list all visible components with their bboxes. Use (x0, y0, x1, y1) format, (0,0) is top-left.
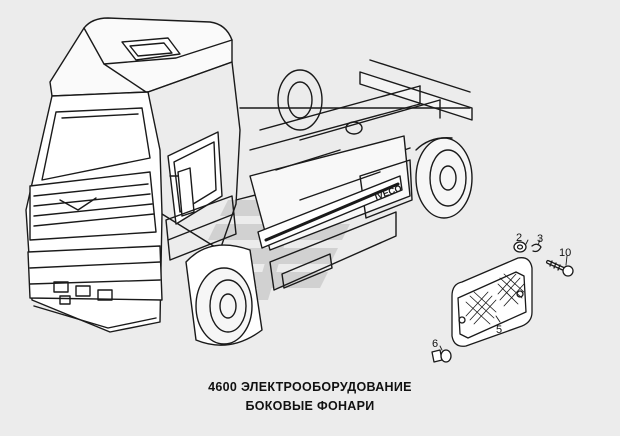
side-marker-lamp-icon (451, 257, 533, 347)
rear-wheels (277, 69, 473, 219)
nut-icon (513, 241, 527, 253)
exploded-parts (431, 239, 574, 363)
screw-icon (546, 260, 574, 277)
bulb-icon (431, 349, 452, 363)
callout-2: 2 (516, 232, 522, 244)
callout-5: 5 (496, 324, 502, 336)
front-wheel (185, 244, 263, 346)
cab (25, 17, 241, 333)
callout-6: 6 (432, 338, 438, 350)
callout-3: 3 (537, 233, 543, 245)
washer-icon (531, 243, 542, 253)
diagram-caption-title: 4600 ЭЛЕКТРООБОРУДОВАНИЕ (208, 380, 412, 394)
diagram-caption-subtitle: БОКОВЫЕ ФОНАРИ (245, 399, 375, 413)
callout-10: 10 (559, 247, 571, 259)
truck-drawing-icon (25, 17, 473, 346)
side-skirt (257, 175, 403, 291)
leader-lines (439, 239, 568, 351)
